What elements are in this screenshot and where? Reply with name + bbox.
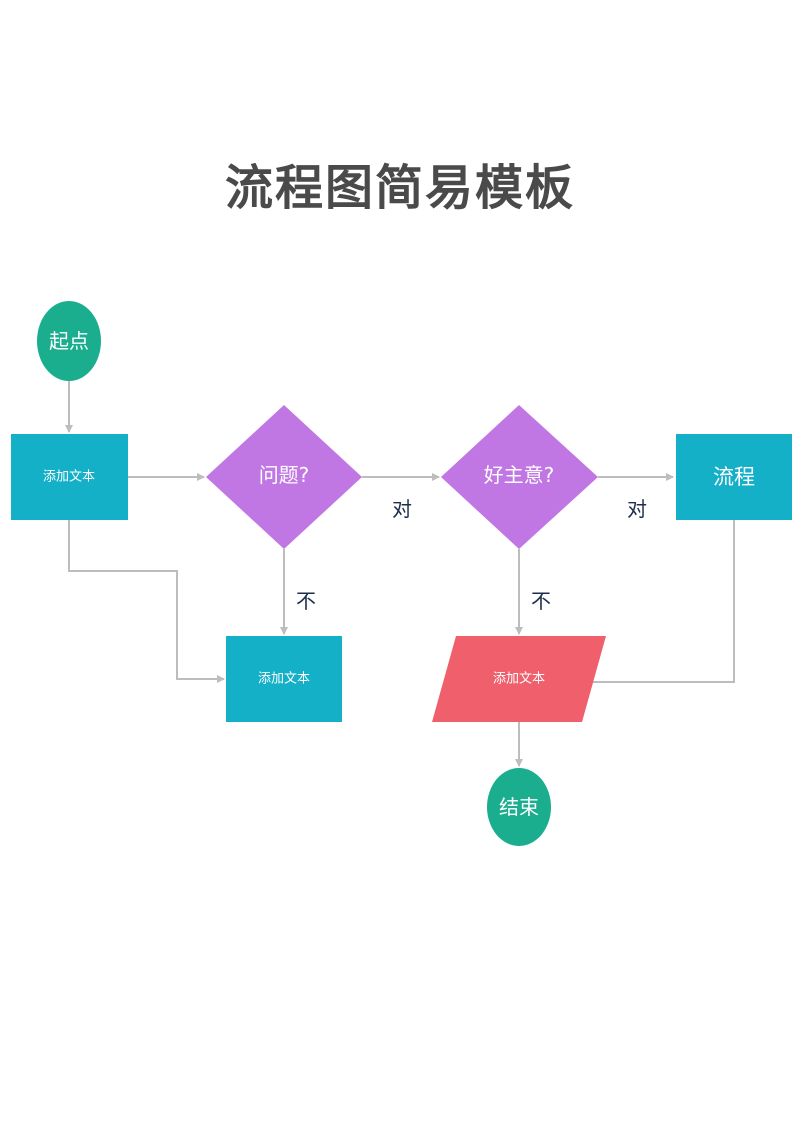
connectors [65, 381, 735, 767]
process-flow-box [676, 434, 792, 520]
node-decision1[interactable]: 问题? [206, 405, 362, 549]
end-label: 结束 [499, 795, 539, 819]
decision2-diamond [441, 405, 598, 549]
io1-parallelogram [432, 636, 606, 722]
decision2-label: 好主意? [484, 463, 555, 487]
edge-label-decision1-yes: 对 [392, 497, 412, 521]
process2-label: 添加文本 [258, 672, 310, 687]
process-flow-label: 流程 [713, 465, 755, 489]
connector-process1-to-process2 [68, 520, 225, 683]
page-title: 流程图简易模板 [224, 160, 575, 216]
connector-process-flow-to-io1 [592, 520, 735, 683]
node-process2[interactable]: 添加文本 [226, 636, 342, 722]
node-process1[interactable]: 添加文本 [11, 434, 128, 520]
decision1-diamond [206, 405, 362, 549]
node-decision2[interactable]: 好主意? [441, 405, 598, 549]
node-process-flow[interactable]: 流程 [676, 434, 792, 520]
io1-label: 添加文本 [493, 672, 545, 687]
decision1-label: 问题? [259, 463, 310, 487]
node-start[interactable]: 起点 [37, 301, 101, 381]
process1-label: 添加文本 [43, 470, 95, 485]
node-end[interactable]: 结束 [487, 768, 551, 846]
process2-box [226, 636, 342, 722]
edge-label-decision2-no: 不 [531, 589, 551, 613]
edge-label-decision2-yes: 对 [627, 497, 647, 521]
end-terminal-shape [487, 768, 551, 846]
start-label: 起点 [49, 329, 89, 353]
start-terminal-shape [37, 301, 101, 381]
process1-box [11, 434, 128, 520]
node-io1[interactable]: 添加文本 [432, 636, 606, 722]
edge-label-decision1-no: 不 [296, 589, 316, 613]
